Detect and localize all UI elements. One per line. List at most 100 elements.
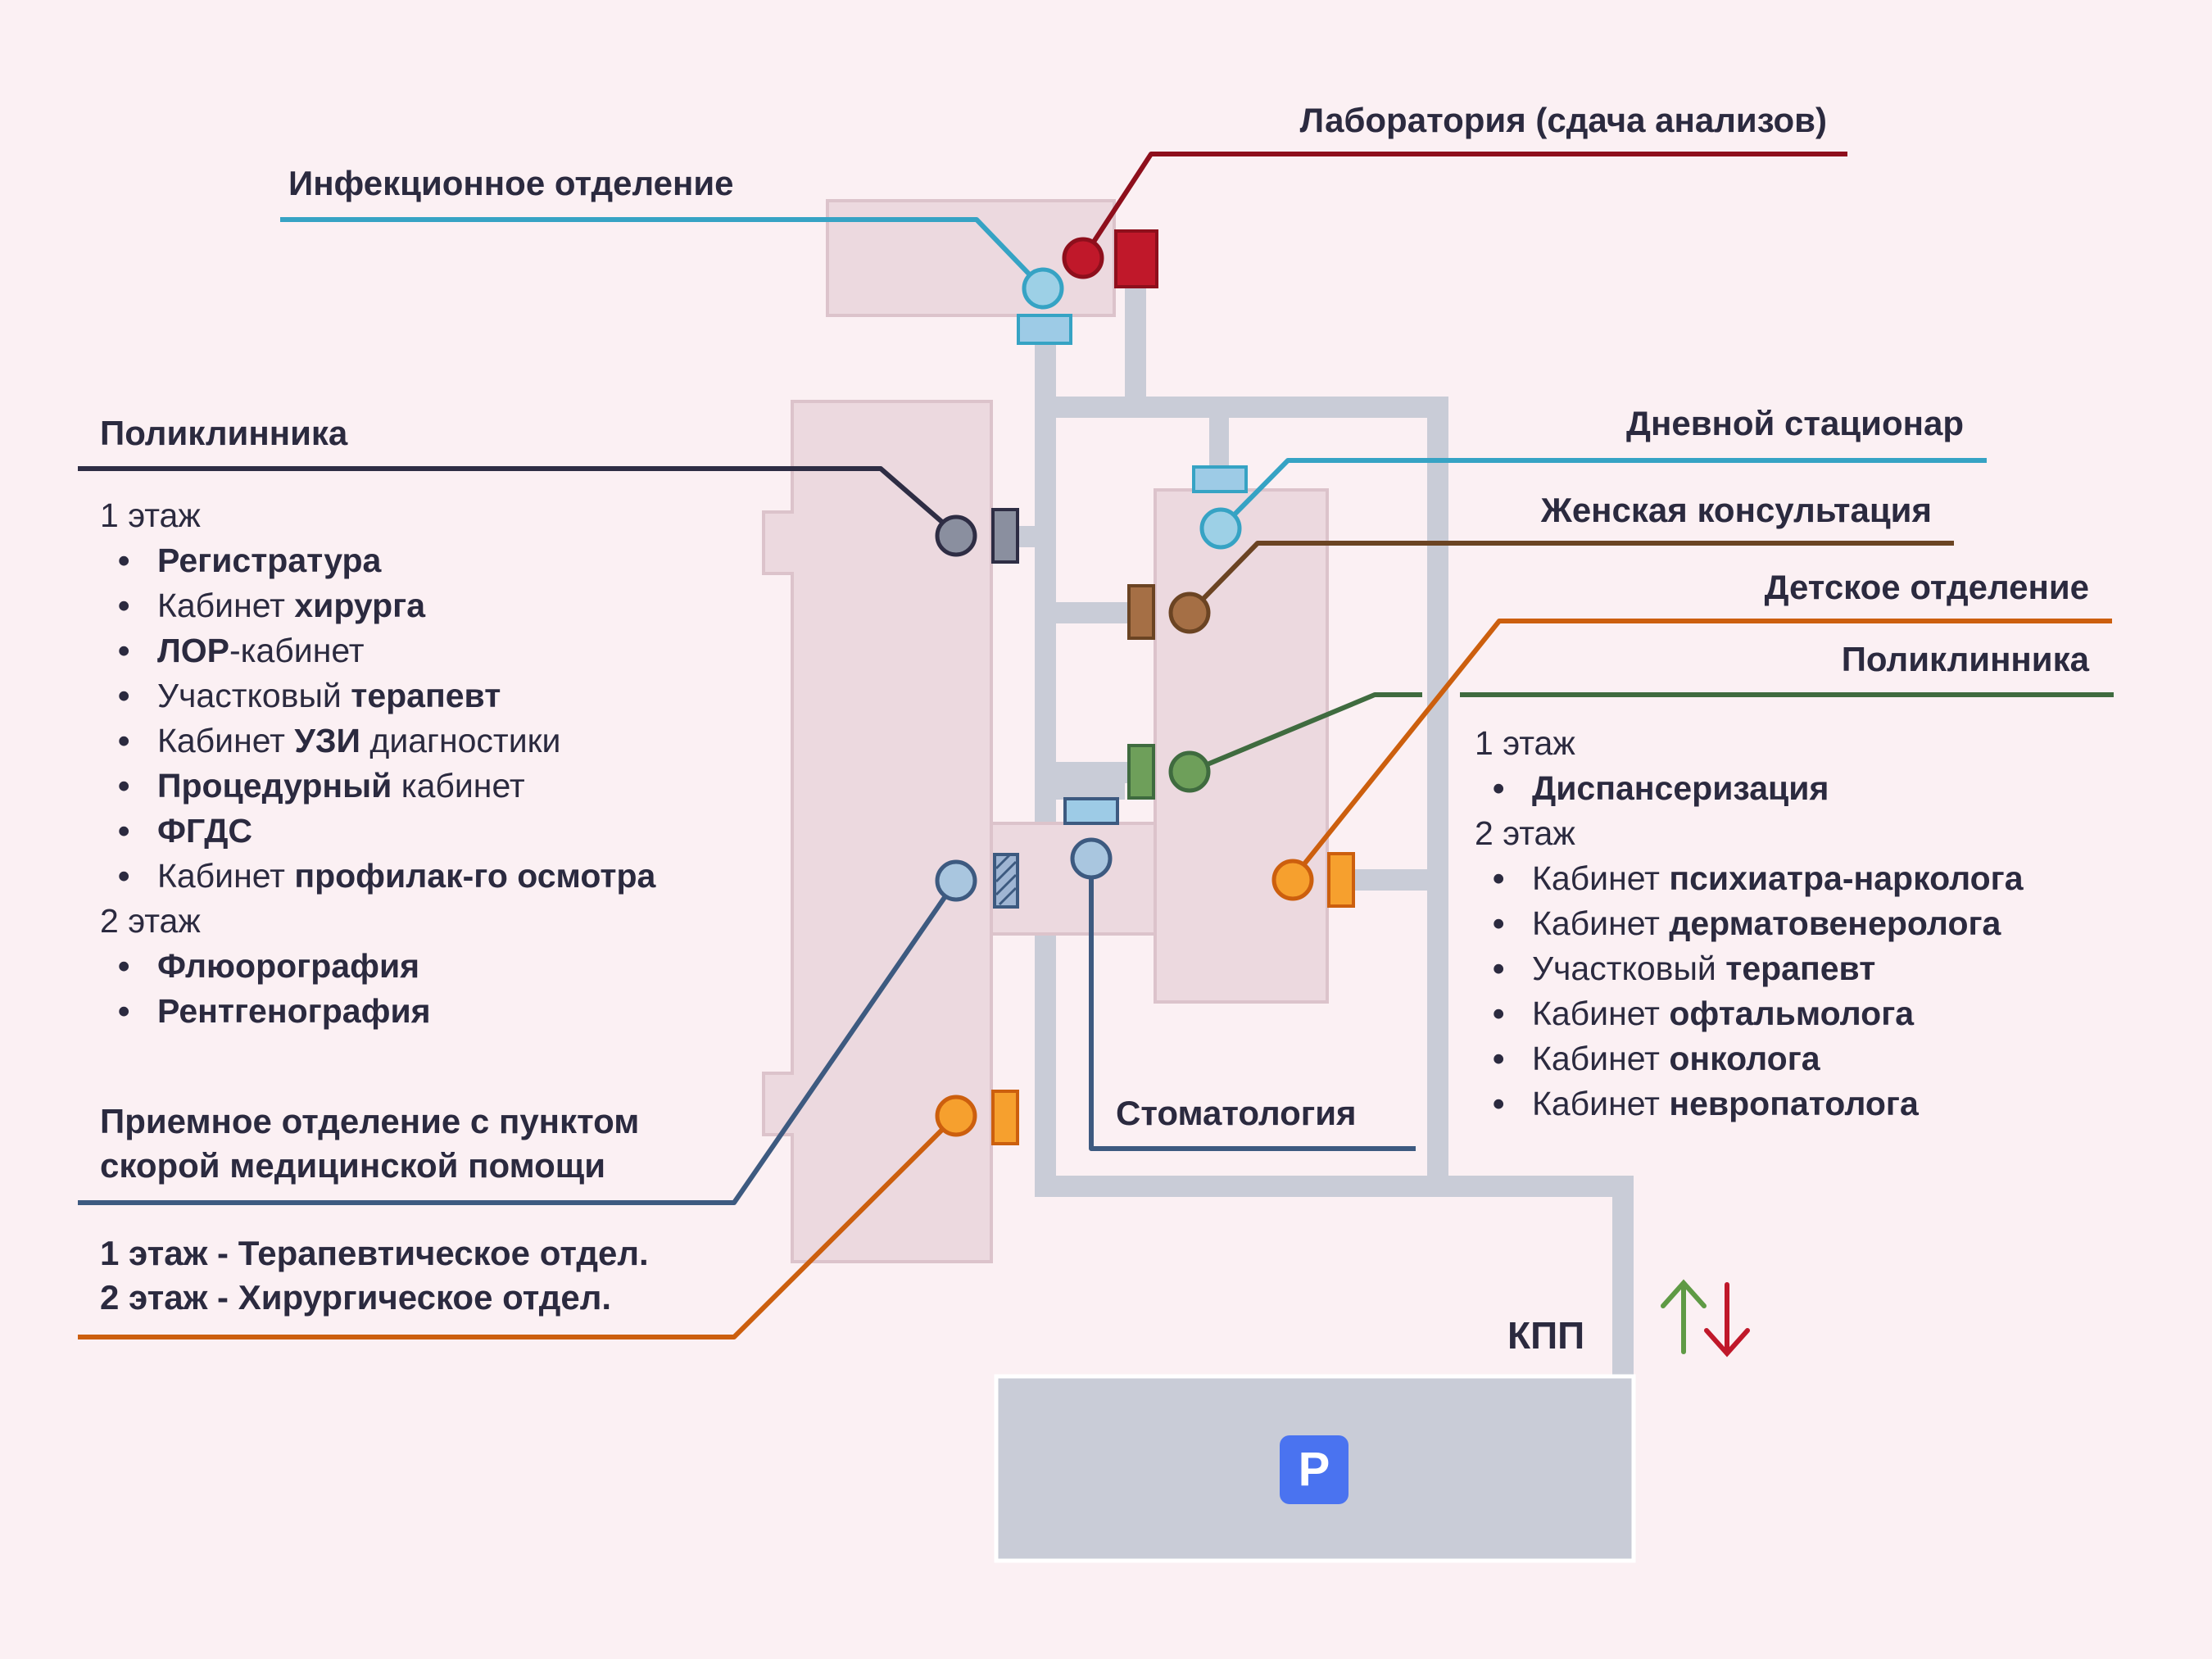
- infectious-entrance: [1017, 314, 1072, 345]
- day-hospital-label: Дневной стационар: [1626, 404, 1964, 442]
- room-item: Регистратура: [100, 538, 655, 583]
- room-text-bold: психиатра-нарколога: [1669, 859, 2024, 897]
- room-text-bold: Рентгенография: [157, 992, 431, 1030]
- laboratory-marker: [1062, 237, 1104, 279]
- room-text-pre: Участковый: [157, 677, 351, 714]
- lab-entrance: [1114, 229, 1158, 288]
- room-text-bold: Диспансеризация: [1532, 769, 1829, 807]
- room-text-bold: дерматовенеролога: [1669, 904, 2001, 942]
- polyclinic-right-building: [1154, 488, 1329, 1004]
- hospital-floor-1: 1 этаж - Терапевтическое отдел.: [100, 1234, 649, 1272]
- room-item: Процедурный кабинет: [100, 764, 655, 809]
- emergency-entrance-hatch: [995, 854, 1018, 906]
- room-item: Диспансеризация: [1475, 766, 2024, 811]
- day-hospital-marker: [1199, 507, 1242, 550]
- room-text-post: диагностики: [360, 722, 561, 759]
- polyclinic-left-label: Поликлинника: [100, 414, 348, 452]
- infectious-leader: [280, 217, 1045, 291]
- polyclinic-right-label: Поликлинника: [1841, 640, 2089, 678]
- hospital-floor-2: 2 этаж - Хирургическое отдел.: [100, 1278, 612, 1317]
- children-leader: [1290, 619, 2112, 880]
- polyclinic-left-marker: [935, 514, 977, 557]
- emergency-leader: [78, 879, 959, 1205]
- room-text-pre: Кабинет: [1532, 904, 1670, 942]
- room-text-pre: Кабинет: [157, 722, 295, 759]
- entry-arrow: [1661, 1279, 1707, 1354]
- floor-2-room-list: Кабинет психиатра-наркологаКабинет дерма…: [1475, 856, 2024, 1126]
- room-text-pre: Кабинет: [1532, 995, 1670, 1032]
- room-text-bold: Регистратура: [157, 542, 382, 579]
- floor-1-heading: 1 этаж: [1475, 724, 1575, 762]
- main-hospital-building: [762, 400, 993, 1263]
- room-item: Участковый терапевт: [100, 673, 655, 718]
- room-text-bold: невропатолога: [1669, 1085, 1919, 1122]
- floor-1-room-list: РегистратураКабинет хирургаЛОР-кабинетУч…: [100, 538, 655, 899]
- emergency-marker: [935, 859, 977, 902]
- marker-circles: [935, 237, 1314, 1137]
- children-marker: [1271, 859, 1314, 901]
- leader-lines: [78, 152, 2114, 1339]
- floor-1-heading: 1 этаж: [100, 496, 201, 534]
- laboratory-leader: [1081, 152, 1847, 260]
- room-item: Кабинет онколога: [1475, 1036, 2024, 1081]
- room-text-post: -кабинет: [229, 632, 365, 669]
- room-text-pre: Участковый: [1532, 950, 1726, 987]
- hospital-marker: [935, 1095, 977, 1137]
- room-text-bold: профилак-го осмотра: [294, 857, 656, 895]
- room-text-bold: ЛОР: [157, 632, 230, 669]
- room-text-pre: Кабинет: [1532, 859, 1670, 897]
- room-item: Рентгенография: [100, 989, 655, 1034]
- floor-2-room-list: ФлюорографияРентгенография: [100, 944, 655, 1034]
- dentistry-leader: [1089, 859, 1416, 1151]
- polyclinic-left-rooms: 1 этаж РегистратураКабинет хирургаЛОР-ка…: [100, 493, 655, 1034]
- room-text-bold: хирурга: [294, 587, 426, 624]
- womens-consult-label: Женская консультация: [1540, 491, 1932, 529]
- day-hospital-leader: [1218, 458, 1987, 531]
- dentistry-label: Стоматология: [1116, 1094, 1357, 1132]
- dentistry-marker: [1070, 837, 1113, 880]
- room-text-bold: офтальмолога: [1669, 995, 1915, 1032]
- checkpoint-label: КПП: [1507, 1314, 1585, 1357]
- children-entrance: [1327, 852, 1355, 908]
- polyclinic-right-entrance: [1127, 744, 1155, 800]
- room-item: Кабинет невропатолога: [1475, 1081, 2024, 1126]
- emergency-label-line-1: Приемное отделение с пунктом: [100, 1102, 640, 1140]
- room-item: Кабинет профилак-го осмотра: [100, 854, 655, 899]
- polyclinic-left-leader: [78, 466, 958, 537]
- room-text-bold: терапевт: [1725, 950, 1876, 987]
- polyclinic-right-leader-stub: [1188, 692, 1422, 774]
- room-text-bold: Процедурный: [157, 767, 392, 805]
- room-item: Флюорография: [100, 944, 655, 989]
- emergency-label: Приемное отделение с пунктом скорой меди…: [100, 1099, 639, 1188]
- hospital-leader: [78, 1113, 959, 1339]
- room-item: Кабинет УЗИ диагностики: [100, 718, 655, 764]
- polyclinic-left-entrance: [991, 508, 1019, 564]
- floor-1-room-list: Диспансеризация: [1475, 766, 2024, 811]
- room-text-bold: терапевт: [351, 677, 501, 714]
- emergency-label-line-2: скорой медицинской помощи: [100, 1146, 606, 1185]
- room-text-pre: Кабинет: [157, 587, 295, 624]
- infectious-label: Инфекционное отделение: [288, 164, 734, 202]
- laboratory-label: Лаборатория (сдача анализов): [1299, 101, 1827, 139]
- floor-2-heading: 2 этаж: [1475, 814, 1575, 852]
- room-item: Кабинет хирурга: [100, 583, 655, 628]
- room-item: Кабинет психиатра-нарколога: [1475, 856, 2024, 901]
- room-text-pre: Кабинет: [157, 857, 295, 895]
- room-item: Кабинет офтальмолога: [1475, 991, 2024, 1036]
- buildings: [762, 199, 1329, 1263]
- room-text-post: кабинет: [392, 767, 525, 805]
- entrance-markers: [991, 229, 1355, 1145]
- room-text-bold: УЗИ: [294, 722, 360, 759]
- parking-icon: P: [1280, 1435, 1349, 1504]
- womens-consult-leader: [1187, 541, 1954, 615]
- hospital-floors-label: 1 этаж - Терапевтическое отдел. 2 этаж -…: [100, 1231, 649, 1320]
- floor-2-heading: 2 этаж: [100, 902, 201, 940]
- room-text-bold: ФГДС: [157, 812, 253, 850]
- exit-arrow: [1704, 1282, 1750, 1358]
- day-hospital-entrance: [1192, 465, 1248, 493]
- room-text-pre: Кабинет: [1532, 1040, 1670, 1077]
- womens-consult-marker: [1168, 592, 1211, 634]
- room-text-bold: онколога: [1669, 1040, 1820, 1077]
- infectious-marker: [1022, 267, 1064, 310]
